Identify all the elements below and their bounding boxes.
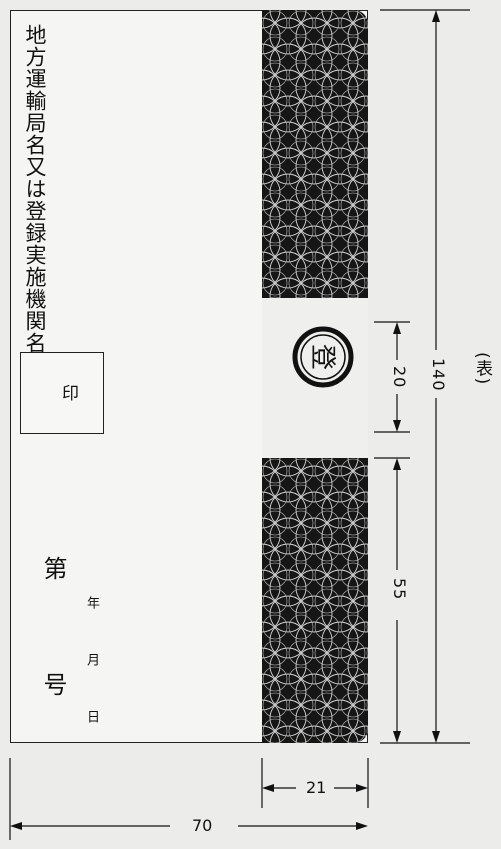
guilloche-band-bottom — [262, 458, 368, 743]
seal-label: 印 — [58, 384, 78, 402]
dim-band-width: 21 — [306, 778, 327, 797]
dim-band-length: 55 — [390, 578, 409, 601]
svg-text:登: 登 — [307, 344, 337, 370]
number-prefix: 第 — [39, 556, 67, 581]
date-month-label: 月 — [84, 653, 99, 667]
registration-stamp-icon: 登 — [292, 326, 354, 388]
date-day-label: 日 — [84, 710, 99, 724]
guilloche-pattern-top — [262, 10, 368, 298]
date-year-label: 年 — [84, 596, 99, 610]
dim-stamp-length: 20 — [390, 366, 409, 389]
guilloche-pattern-bottom — [262, 458, 368, 743]
dim-total-length: 140 — [429, 358, 448, 392]
number-suffix: 号 — [39, 672, 67, 697]
seal-box — [20, 352, 104, 434]
guilloche-band-top — [262, 10, 368, 298]
side-label: (表) — [472, 352, 492, 386]
dim-total-width: 70 — [192, 816, 213, 835]
office-name: 地方運輸局名又は登録実施機関名 — [23, 24, 47, 354]
